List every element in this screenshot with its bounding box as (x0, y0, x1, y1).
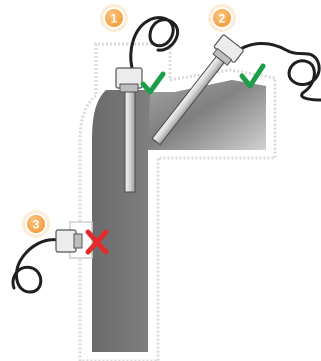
sensor-3 (11, 229, 83, 294)
badge-2: 2 (208, 4, 236, 32)
sensor-3-collar (73, 233, 83, 249)
sensor-1 (115, 16, 179, 193)
sensor-1-probe (124, 91, 136, 193)
check-mark-icon (140, 71, 166, 95)
sensor-2 (151, 34, 321, 146)
badge-1-number: 1 (111, 12, 118, 26)
cross-mark-icon (85, 229, 109, 255)
sensor-3-cable (11, 238, 60, 294)
sensor-2-probe (151, 55, 225, 146)
badge-3-number: 3 (33, 218, 40, 232)
sensor-1-collar (119, 83, 139, 93)
badge-1: 1 (100, 4, 128, 32)
pipe-channel-highlight (148, 80, 266, 150)
sensor-3-head (55, 229, 77, 253)
badge-3: 3 (22, 210, 50, 238)
sensor-1-cable (129, 16, 179, 70)
check-mark-icon (239, 63, 266, 89)
sensor-2-cable (234, 42, 321, 102)
badge-2-number: 2 (219, 12, 226, 26)
